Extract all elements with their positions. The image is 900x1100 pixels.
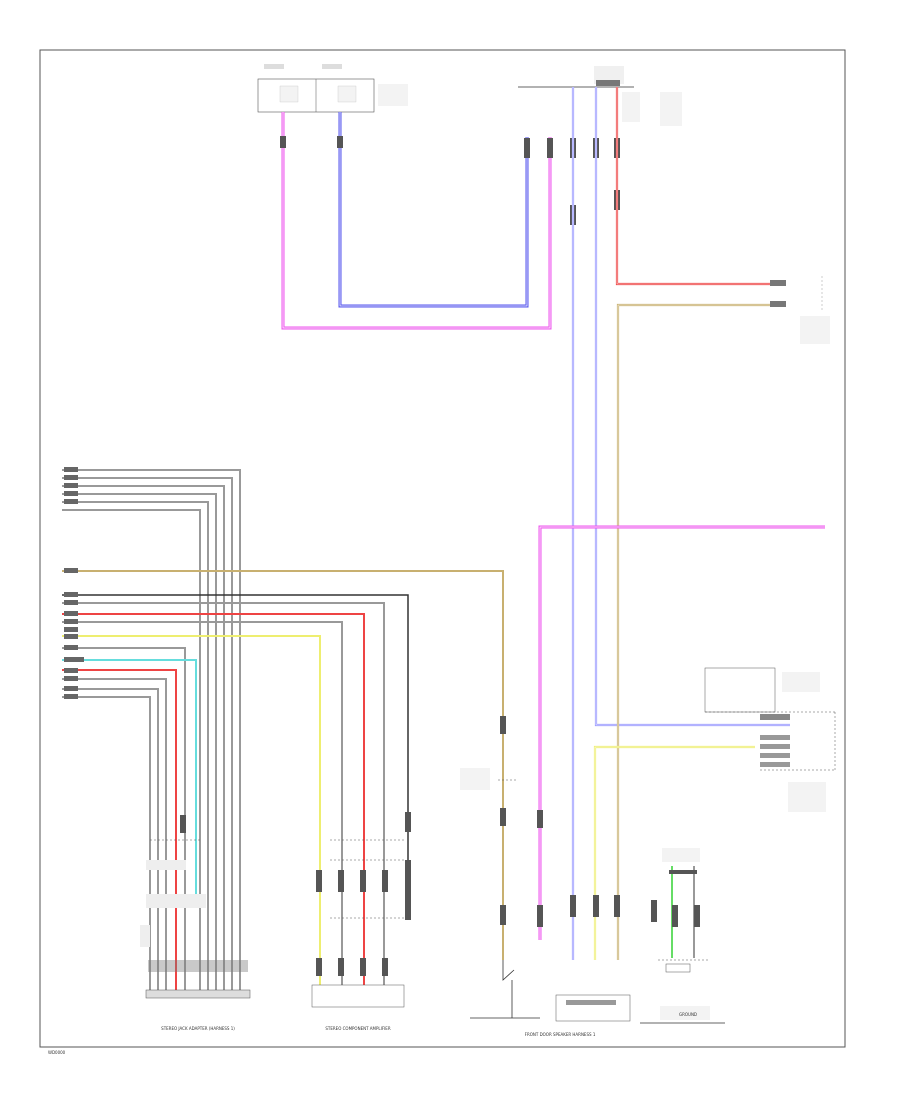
- label-left-harness: STEREO JACK ADAPTER (HARNESS 1): [161, 1026, 235, 1031]
- center-fuse-block: [460, 716, 620, 1019]
- wire-pink-top: [281, 112, 552, 330]
- footer-code: WD0000: [48, 1050, 66, 1055]
- wire-blue-right: [594, 87, 790, 727]
- wire-tan-right: [616, 303, 785, 960]
- top-connector-box: [257, 64, 408, 113]
- label-ground: GROUND: [679, 1012, 697, 1017]
- center-bottom-connector: [555, 994, 631, 1022]
- right-labels: [770, 276, 830, 344]
- right-amplifier-box: [704, 667, 836, 812]
- mid-bottom-connector: [311, 812, 411, 1008]
- top-right-module: [518, 66, 682, 126]
- left-bundle: [62, 469, 504, 995]
- left-pin-labels: [64, 467, 84, 699]
- wire-red-right: [615, 87, 785, 286]
- label-right-harness: FRONT DOOR SPEAKER HARNESS 1: [525, 1032, 596, 1037]
- right-small-connector: [640, 848, 725, 1024]
- top-pin-markers: [280, 136, 620, 225]
- diagram-frame: [39, 49, 846, 1048]
- wire-blue-top: [338, 112, 529, 308]
- left-bottom-connector: [140, 815, 251, 999]
- label-mid-harness: STEREO COMPONENT AMPLIFIER: [325, 1026, 390, 1031]
- wire-pink-mid: [538, 525, 825, 940]
